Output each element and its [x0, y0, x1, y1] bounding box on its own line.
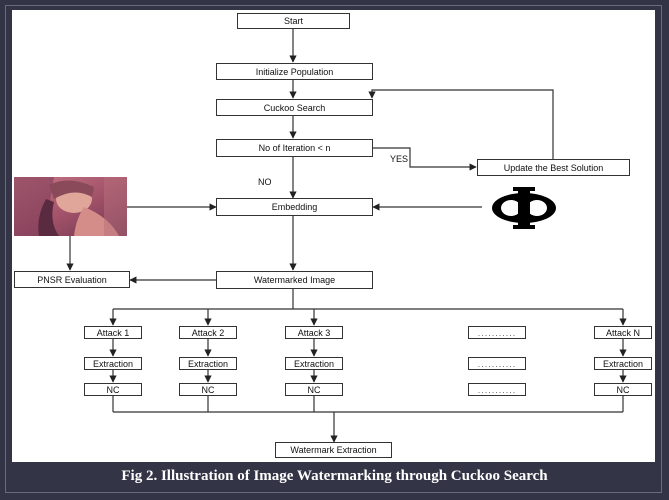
watermark-extraction-node: Watermark Extraction	[275, 442, 392, 458]
attack-node: Attack 1	[84, 326, 142, 339]
watermarked-image-node: Watermarked Image	[216, 271, 373, 289]
extraction-node: Extraction	[594, 357, 652, 370]
pnsr-evaluation-node: PNSR Evaluation	[14, 271, 130, 288]
arrow-iter-update	[372, 147, 477, 171]
extraction-node: Extraction	[179, 357, 237, 370]
nc-node: NC	[179, 383, 237, 396]
no-label: NO	[258, 177, 272, 187]
start-node: Start	[237, 13, 350, 29]
arrow-update-cuckoo	[368, 89, 554, 159]
update-best-solution-node: Update the Best Solution	[477, 159, 630, 176]
attack-node: Attack 3	[285, 326, 343, 339]
extraction-node: Extraction	[285, 357, 343, 370]
attack-node: ...........	[468, 326, 526, 339]
attack-node: Attack N	[594, 326, 652, 339]
watermark-phi-image	[492, 187, 556, 229]
figure-caption: Fig 2. Illustration of Image Watermarkin…	[121, 468, 548, 484]
nc-node: NC	[84, 383, 142, 396]
yes-label: YES	[390, 154, 409, 164]
initialize-population-node: Initialize Population	[216, 63, 373, 80]
nc-node: NC	[285, 383, 343, 396]
figure-frame	[5, 5, 662, 493]
nc-node: NC	[594, 383, 652, 396]
embedding-node: Embedding	[216, 198, 373, 216]
nc-node: ...........	[468, 383, 526, 396]
cuckoo-search-node: Cuckoo Search	[216, 99, 373, 116]
iteration-check-node: No of Iteration < n	[216, 139, 373, 157]
host-image	[14, 177, 127, 236]
extraction-node: ...........	[468, 357, 526, 370]
attack-node: Attack 2	[179, 326, 237, 339]
extraction-node: Extraction	[84, 357, 142, 370]
